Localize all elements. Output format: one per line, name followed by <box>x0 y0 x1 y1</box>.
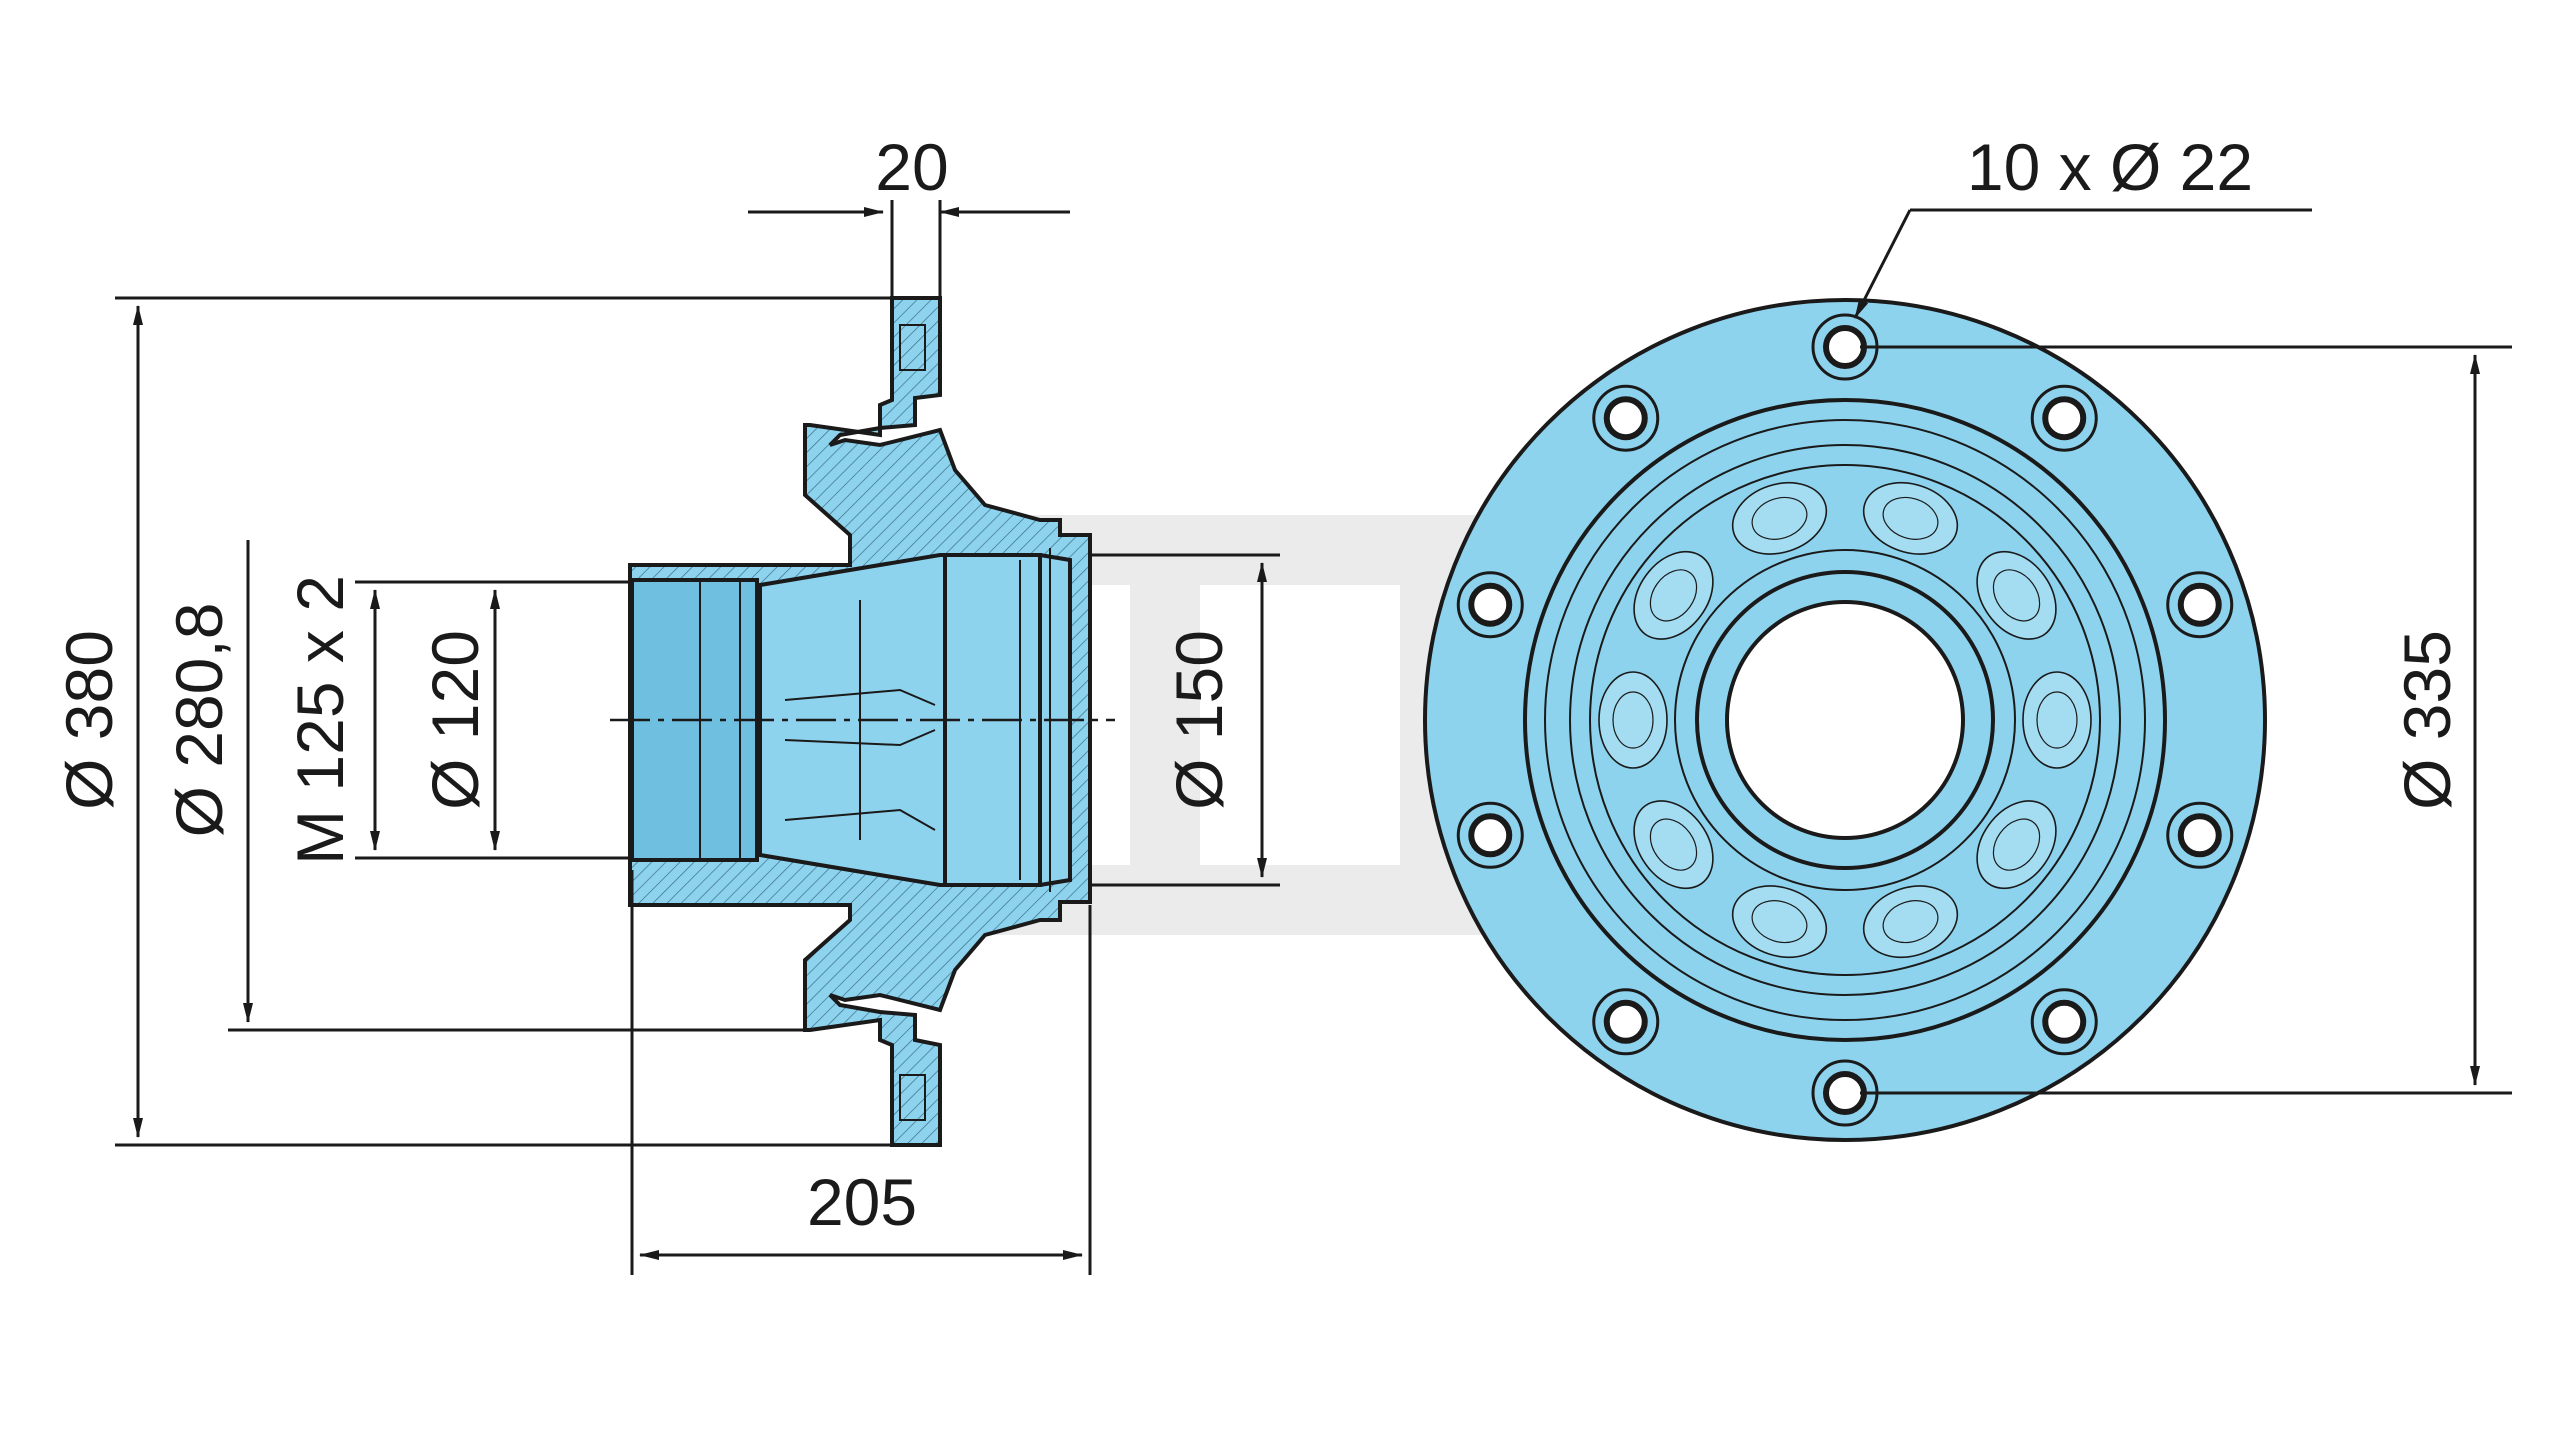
bolt-hole <box>2042 999 2087 1044</box>
front-view <box>1423 298 2267 1142</box>
rib-pocket-inner <box>1882 900 1939 944</box>
bolt-hole <box>2042 396 2087 441</box>
rib-pocket-inner <box>1992 818 2041 871</box>
rib-pocket-inner <box>1649 818 1698 871</box>
rib-pocket-inner <box>1882 496 1939 540</box>
bolt-hole <box>1603 999 1648 1044</box>
dim-bore-inner: Ø 120 <box>418 630 492 810</box>
rib-pocket <box>1633 800 1714 890</box>
rib-pocket-inner <box>1649 569 1698 622</box>
rib-pocket <box>1976 550 2057 640</box>
rib-pocket <box>1976 800 2057 890</box>
rib-pocket-inner <box>1612 691 1654 749</box>
bolt-hole <box>1468 813 1513 858</box>
rib-pocket-inner <box>1751 900 1808 944</box>
bolt-hole <box>1603 396 1648 441</box>
rib-pocket <box>1731 885 1828 958</box>
rib-pocket <box>1862 482 1959 555</box>
bolt-hole <box>1468 582 1513 627</box>
bolt-hole <box>1823 325 1867 369</box>
dim-flange-width: 20 <box>875 130 948 204</box>
side-section-view <box>610 296 1115 1147</box>
center-bore <box>1725 600 1965 840</box>
rib-pocket-inner <box>2036 691 2078 749</box>
bolt-hole <box>2177 582 2222 627</box>
dim-bore-outer: Ø 150 <box>1162 630 1236 810</box>
rib-pocket <box>1633 550 1714 640</box>
bolt-hole <box>1823 1071 1867 1115</box>
rib-pocket <box>1862 885 1959 958</box>
dim-overall-diameter: Ø 380 <box>52 630 126 810</box>
dim-bearing-seat: Ø 280,8 <box>162 603 236 838</box>
rib-pockets <box>1598 482 2092 958</box>
dim-bolt-holes: 10 x Ø 22 <box>1967 130 2253 204</box>
dim-overall-length: 205 <box>807 1165 917 1239</box>
dim-thread: M 125 x 2 <box>283 575 357 865</box>
rib-pocket <box>2022 671 2092 769</box>
bolt-hole <box>2177 813 2222 858</box>
rib-pocket-inner <box>1992 569 2041 622</box>
rib-pocket <box>1731 482 1828 555</box>
dimensions: 20 Ø 380 Ø 280,8 M 125 x 2 Ø 120 Ø 150 2 <box>52 130 2512 1275</box>
bolt-holes <box>1456 313 2234 1127</box>
rib-pocket-inner <box>1751 496 1808 540</box>
rib-pocket <box>1598 671 1668 769</box>
dim-bolt-circle: Ø 335 <box>2390 630 2464 810</box>
